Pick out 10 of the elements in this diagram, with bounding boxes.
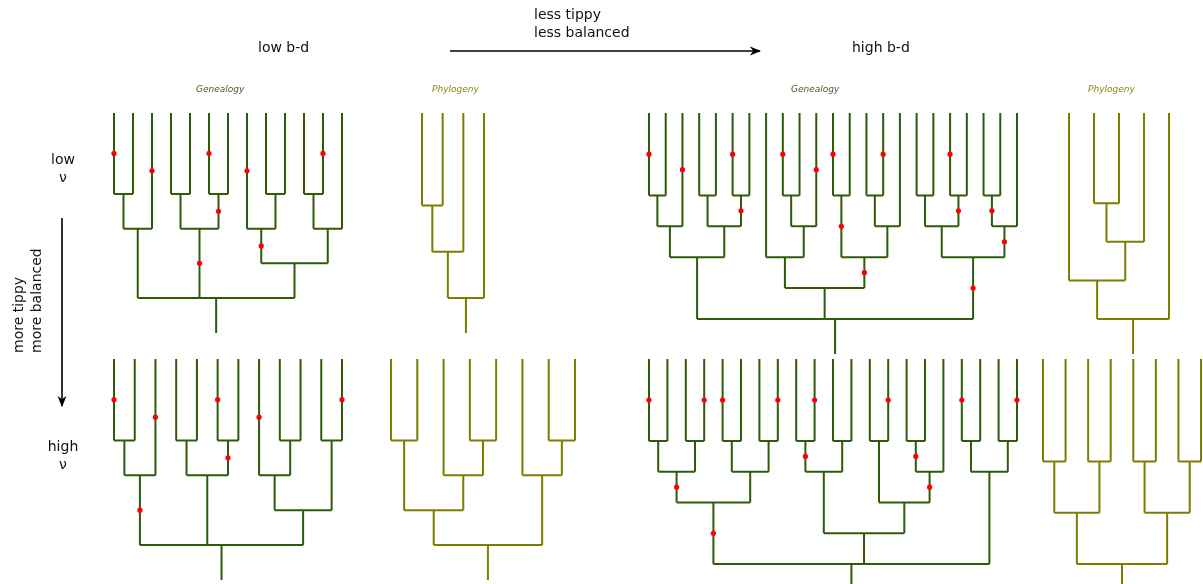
tree-label: Phylogeny [432,84,479,94]
tree-label: Genealogy [196,84,245,94]
column-heading: low b-d [258,38,310,56]
row-heading: low ν [50,150,76,186]
axis-label: less tippy less balanced [534,5,630,41]
row-heading: high ν [46,437,80,473]
axis-label: more tippy more balanced [9,247,45,353]
tree-label: Genealogy [791,84,840,94]
tree-label: Phylogeny [1088,84,1135,94]
column-heading: high b-d [852,38,910,56]
